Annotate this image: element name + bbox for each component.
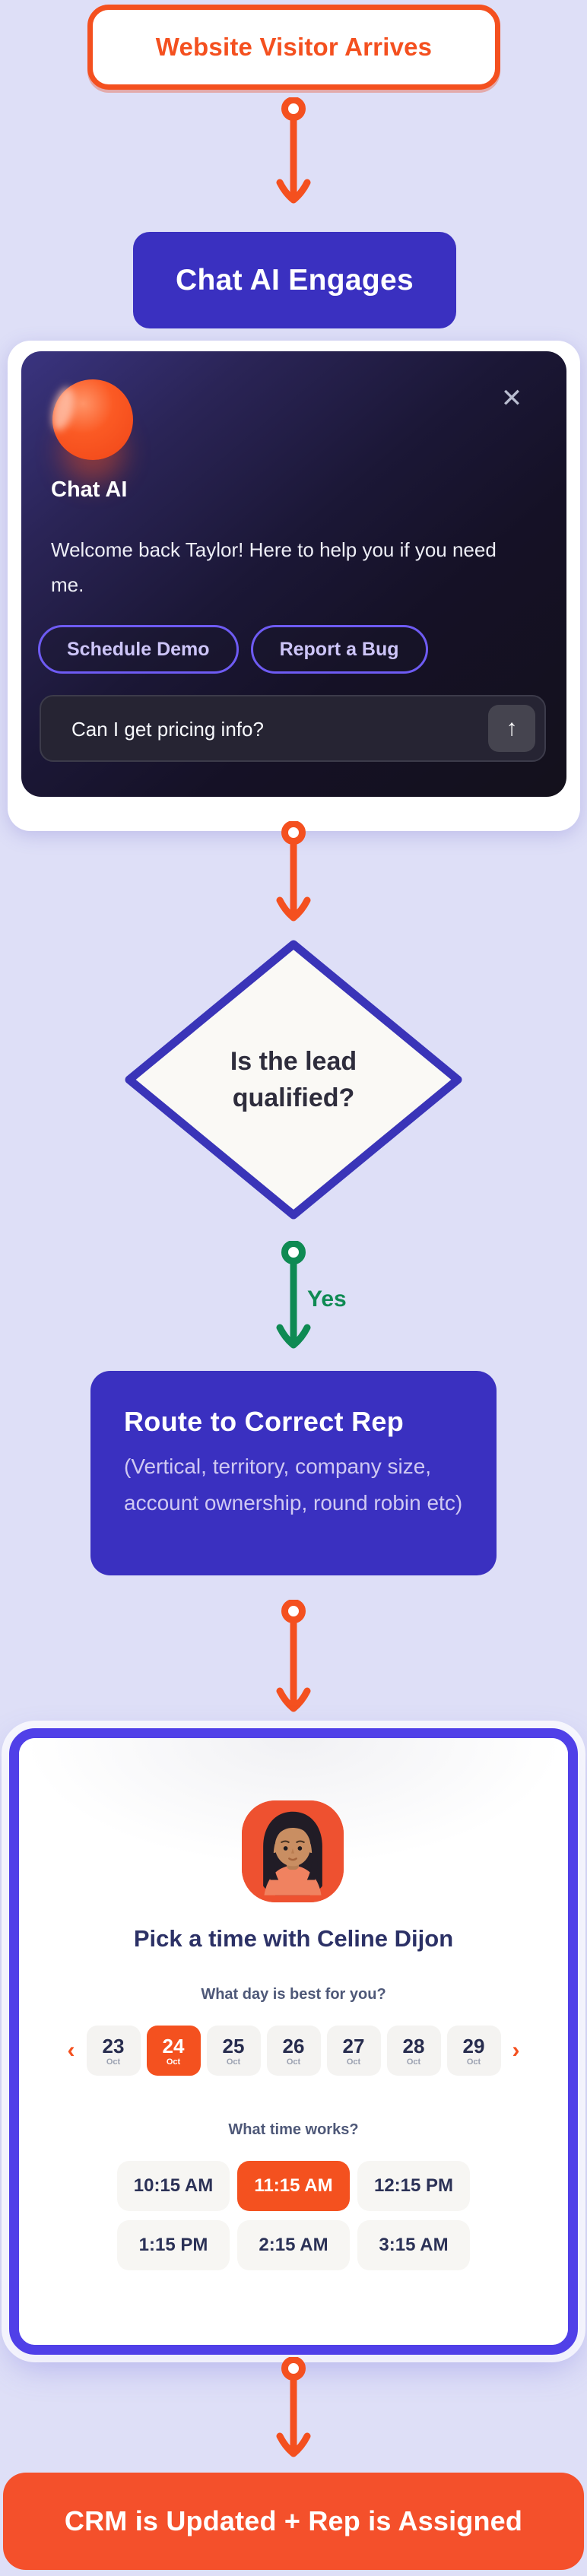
node-route-to-correct-rep: Route to Correct Rep (Vertical, territor… [90,1371,497,1575]
day-question: What day is best for you? [201,1986,386,2003]
quick-reply-row: Schedule Demo Report a Bug [38,625,428,674]
day-month: Oct [406,2057,421,2067]
route-subtext: (Vertical, territory, company size, acco… [124,1455,463,1515]
day-number: 24 [162,2034,185,2057]
report-a-bug-button[interactable]: Report a Bug [250,625,428,674]
day-number: 29 [462,2034,485,2057]
day-month: Oct [106,2057,121,2067]
time-question: What time works? [228,2121,359,2138]
node-label: Website Visitor Arrives [155,33,433,61]
close-icon[interactable]: ✕ [500,384,523,413]
flow-arrow-down-icon [276,2357,311,2457]
chat-title: Chat AI [51,477,128,502]
decision-label: Is the lead qualified? [230,1047,357,1112]
flow-arrow-yes-icon [276,1241,311,1349]
chevron-left-icon[interactable]: ‹ [67,2038,75,2063]
send-button[interactable]: ↑ [488,705,535,752]
day-number: 25 [222,2034,245,2057]
chevron-right-icon[interactable]: › [512,2038,520,2063]
time-slot-10-15-am[interactable]: 10:15 AM [117,2161,230,2211]
day-number: 27 [342,2034,365,2057]
day-number: 23 [102,2034,125,2057]
time-slot-12-15-pm[interactable]: 12:15 PM [357,2161,470,2211]
time-slot-3-15-am[interactable]: 3:15 AM [357,2220,470,2270]
decision-diamond: Is the lead qualified? [122,937,465,1223]
quick-reply-label: Schedule Demo [67,638,210,660]
time-slot-1-15-pm[interactable]: 1:15 PM [117,2220,230,2270]
time-slot-2-15-am[interactable]: 2:15 AM [237,2220,350,2270]
rep-avatar [242,1800,344,1902]
yes-branch-label: Yes [307,1286,347,1312]
node-label: CRM is Updated + Rep is Assigned [64,2505,523,2536]
day-number: 28 [402,2034,425,2057]
schedule-demo-button[interactable]: Schedule Demo [38,625,239,674]
flow-arrow-down-icon [276,821,311,922]
time-slot-11-15-am[interactable]: 11:15 AM [237,2161,350,2211]
route-heading: Route to Correct Rep [124,1406,405,1437]
chat-message-input[interactable] [70,696,438,762]
chat-widget-card: ✕ Chat AI Welcome back Taylor! Here to h… [21,351,566,797]
chat-ai-avatar [52,379,133,460]
chat-widget-frame: ✕ Chat AI Welcome back Taylor! Here to h… [8,341,580,831]
day-month: Oct [346,2057,361,2067]
scheduler-card: Pick a time with Celine Dijon What day i… [9,1728,578,2355]
chat-welcome-message: Welcome back Taylor! Here to help you if… [51,538,497,596]
day-month: Oct [226,2057,241,2067]
chat-input-bar: ↑ [40,695,546,762]
node-chat-ai-engages: Chat AI Engages [133,232,456,328]
day-month: Oct [466,2057,481,2067]
flow-arrow-down-icon [276,97,311,204]
node-website-visitor-arrives: Website Visitor Arrives [87,5,500,90]
day-month: Oct [166,2057,181,2067]
flow-arrow-down-icon [276,1600,311,1712]
quick-reply-label: Report a Bug [279,638,399,660]
node-crm-updated: CRM is Updated + Rep is Assigned [3,2473,584,2570]
day-month: Oct [286,2057,301,2067]
node-label: Chat AI Engages [176,263,414,297]
day-number: 26 [282,2034,305,2057]
arrow-up-icon: ↑ [506,715,518,741]
scheduler-title: Pick a time with Celine Dijon [133,1925,454,1952]
